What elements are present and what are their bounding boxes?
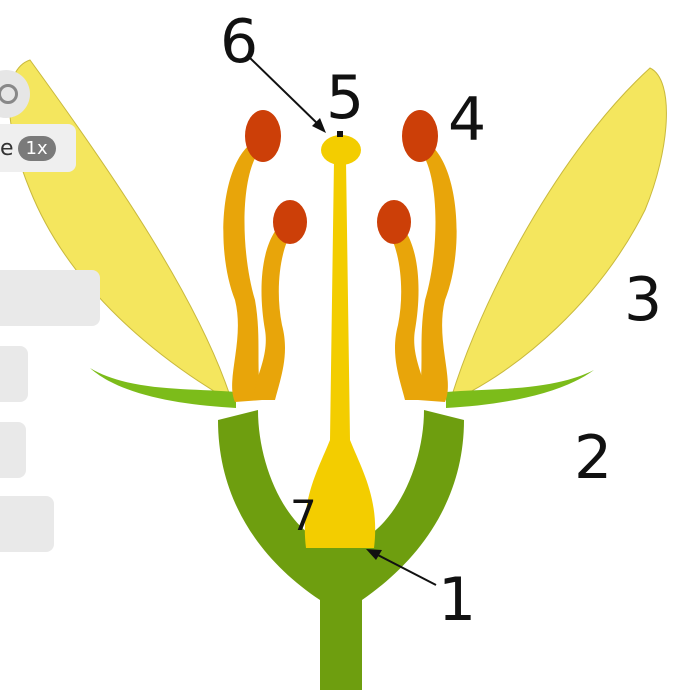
inner-right-anther: [377, 200, 411, 244]
inner-left-filament: [254, 220, 292, 400]
outer-left-filament: [223, 140, 262, 402]
speed-badge: 1x: [18, 136, 56, 161]
menu-option-1[interactable]: [0, 270, 100, 326]
stigma: [321, 135, 361, 165]
label-1: 1: [438, 565, 476, 635]
menu-option-2[interactable]: [0, 346, 28, 402]
label-5: 5: [326, 63, 364, 133]
inner-left-anther: [273, 200, 307, 244]
label-4: 4: [448, 85, 486, 155]
left-petal: [9, 60, 232, 402]
menu-option-4[interactable]: [0, 496, 54, 552]
speed-label: e: [0, 136, 14, 161]
pistil: [305, 160, 375, 548]
inner-right-filament: [388, 220, 426, 400]
menu-option-3[interactable]: [0, 422, 26, 478]
outer-left-anther: [245, 110, 281, 162]
label-6: 6: [220, 7, 258, 77]
playback-speed-control[interactable]: e 1x: [0, 124, 76, 172]
label-7: 7: [290, 491, 317, 540]
outer-right-filament: [418, 140, 457, 402]
label-2: 2: [574, 423, 612, 493]
label-3: 3: [624, 265, 662, 335]
outer-right-anther: [402, 110, 438, 162]
